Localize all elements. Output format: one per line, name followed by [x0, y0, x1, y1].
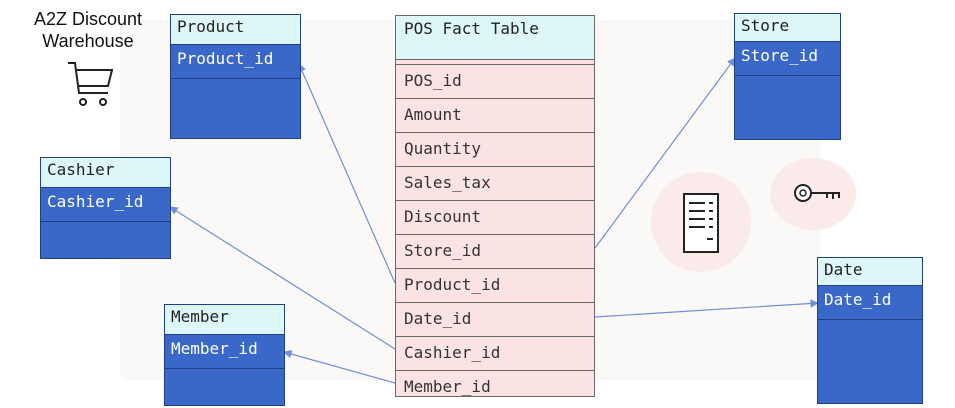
cashier-table-title: Cashier: [41, 158, 170, 188]
date-table-key: Date_id: [818, 286, 922, 320]
link-store: [594, 57, 736, 249]
fact-row-sales-tax: Sales_tax: [396, 167, 594, 201]
cashier-table: Cashier Cashier_id: [40, 157, 171, 259]
fact-row-discount: Discount: [396, 201, 594, 235]
link-cashier: [169, 206, 396, 350]
product-table-title: Product: [171, 15, 300, 45]
member-table: Member Member_id: [164, 304, 285, 406]
store-table: Store Store_id: [734, 13, 841, 140]
link-member: [283, 349, 396, 384]
store-table-key: Store_id: [735, 42, 840, 76]
cashier-table-key: Cashier_id: [41, 188, 170, 222]
shopping-cart-icon: [68, 62, 114, 106]
link-product: [298, 63, 396, 284]
member-table-title: Member: [165, 305, 284, 335]
product-table: Product Product_id: [170, 14, 301, 139]
member-table-key: Member_id: [165, 335, 284, 369]
fact-row-amount: Amount: [396, 99, 594, 133]
brand-line-1: A2Z Discount: [33, 9, 143, 29]
fact-row-pos-id: POS_id: [396, 65, 594, 99]
fact-row-quantity: Quantity: [396, 133, 594, 167]
fact-row-cashier-id: Cashier_id: [396, 337, 594, 371]
receipt-icon: [683, 193, 719, 253]
date-table: Date Date_id: [817, 257, 923, 404]
date-table-title: Date: [818, 258, 922, 286]
key-icon: [794, 184, 840, 202]
link-date: [594, 299, 819, 318]
fact-row-product-id: Product_id: [396, 269, 594, 303]
store-table-title: Store: [735, 14, 840, 42]
fact-row-store-id: Store_id: [396, 235, 594, 269]
fact-table-title: POS Fact Table: [396, 16, 594, 60]
brand-title: A2Z Discount Warehouse: [22, 8, 154, 52]
fact-row-date-id: Date_id: [396, 303, 594, 337]
pos-fact-table: POS Fact Table POS_id Amount Quantity Sa…: [395, 15, 595, 397]
product-table-key: Product_id: [171, 45, 300, 79]
brand-line-2: Warehouse: [42, 31, 134, 51]
fact-table-divider: [396, 60, 594, 65]
fact-row-member-id: Member_id: [404, 377, 491, 396]
